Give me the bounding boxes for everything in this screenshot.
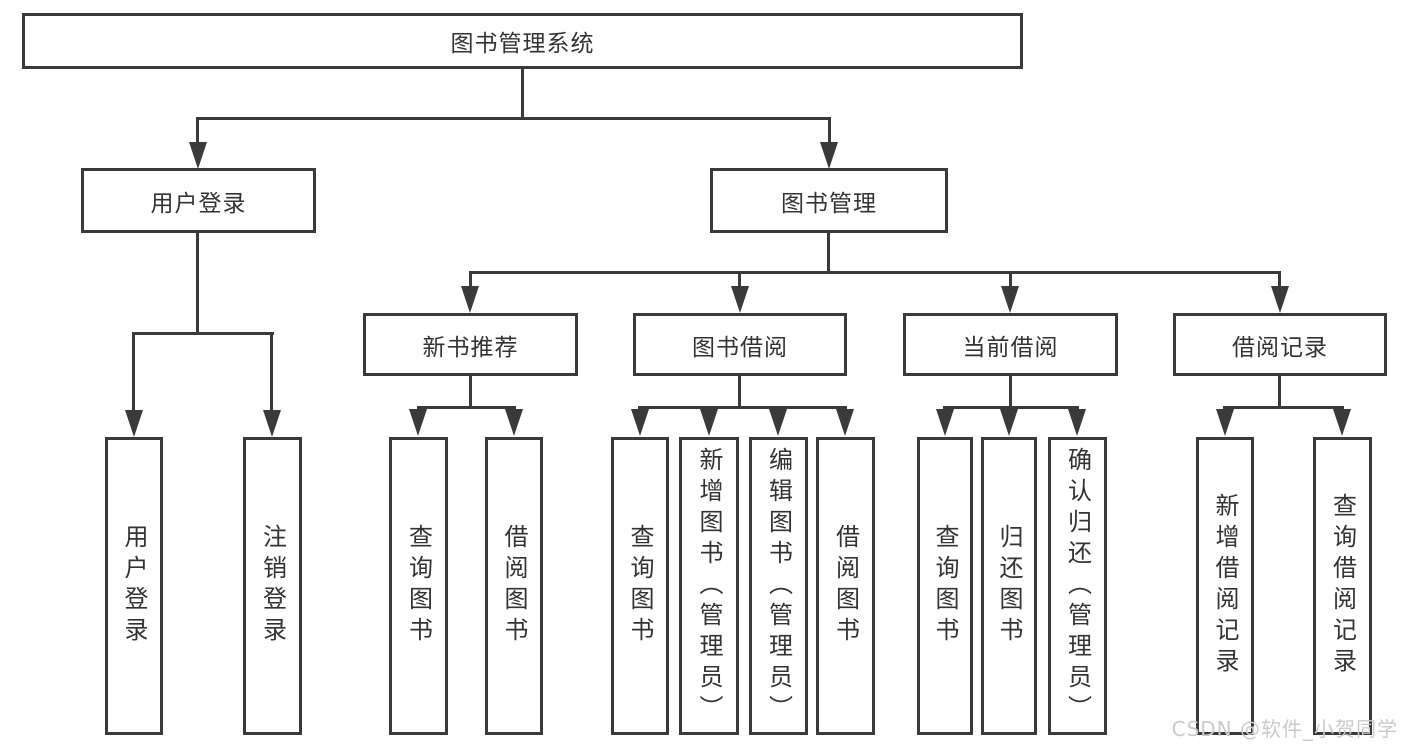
leaf-bb-edit-books-admin: 编辑图书（管理员）: [749, 437, 808, 735]
node-root-label: 图书管理系统: [450, 31, 595, 57]
node-user-login: 用户登录: [81, 168, 316, 233]
leaf-br-query-record-label: 查询借阅记录: [1328, 493, 1357, 679]
arrow-down-icon: [631, 409, 649, 436]
leaf-bb-edit-books-admin-label: 编辑图书（管理员）: [764, 446, 793, 726]
leaf-bb-borrow-books: 借阅图书: [816, 437, 875, 735]
leaf-bb-query-books-label: 查询图书: [626, 524, 654, 648]
leaf-cb-return-books: 归还图书: [981, 437, 1037, 735]
leaf-br-add-record-label: 新增借阅记录: [1211, 493, 1239, 679]
leaf-nb-borrow-books-label: 借阅图书: [500, 524, 528, 648]
leaf-nb-borrow-books: 借阅图书: [485, 437, 543, 735]
connector-line: [1009, 271, 1012, 287]
leaf-bb-add-books-admin-label: 新增图书（管理员）: [695, 446, 723, 726]
connector-line: [638, 406, 847, 409]
arrow-down-icon: [836, 409, 854, 436]
connector-line: [1278, 376, 1281, 409]
node-book-borrow: 图书借阅: [633, 313, 847, 376]
connector-line: [270, 332, 273, 410]
arrow-down-icon: [936, 409, 954, 436]
leaf-bb-query-books: 查询图书: [611, 437, 669, 735]
leaf-br-query-record: 查询借阅记录: [1313, 437, 1372, 735]
leaf-user-login-label: 用户登录: [120, 524, 148, 648]
csdn-watermark: CSDN @软件_小贺同学: [1171, 717, 1398, 741]
leaf-logout: 注销登录: [243, 437, 302, 735]
leaf-logout-label: 注销登录: [258, 524, 287, 648]
arrow-down-icon: [409, 409, 427, 436]
leaf-user-login: 用户登录: [105, 437, 163, 735]
connector-line: [828, 117, 831, 143]
node-new-book-recommend: 新书推荐: [363, 313, 578, 376]
arrow-down-icon: [700, 409, 718, 436]
arrow-down-icon: [1068, 409, 1086, 436]
connector-line: [1278, 271, 1281, 287]
connector-line: [196, 233, 199, 335]
connector-line: [827, 233, 830, 274]
arrow-down-icon: [505, 409, 523, 436]
connector-line: [1009, 376, 1012, 409]
arrow-down-icon: [263, 410, 281, 437]
arrow-down-icon: [1001, 286, 1019, 313]
connector-line: [738, 271, 741, 287]
arrow-down-icon: [1216, 409, 1234, 436]
connector-line: [196, 117, 831, 120]
arrow-down-icon: [769, 409, 787, 436]
connector-line: [1223, 406, 1344, 409]
leaf-nb-query-books: 查询图书: [389, 437, 448, 735]
connector-line: [738, 376, 741, 409]
node-borrow-records: 借阅记录: [1173, 313, 1387, 376]
leaf-bb-add-books-admin: 新增图书（管理员）: [679, 437, 739, 735]
arrow-down-icon: [731, 286, 749, 313]
leaf-cb-query-books: 查询图书: [917, 437, 973, 735]
connector-line: [132, 332, 274, 335]
connector-line: [132, 332, 135, 410]
node-current-borrow: 当前借阅: [903, 313, 1118, 376]
connector-line: [943, 406, 1079, 409]
node-user-login-label: 用户登录: [150, 190, 247, 217]
node-book-borrow-label: 图书借阅: [692, 334, 788, 361]
arrow-down-icon: [189, 142, 207, 169]
node-new-book-recommend-label: 新书推荐: [422, 334, 519, 361]
leaf-bb-borrow-books-label: 借阅图书: [831, 524, 860, 648]
connector-line: [521, 68, 524, 118]
node-borrow-records-label: 借阅记录: [1232, 334, 1328, 361]
arrow-down-icon: [125, 410, 143, 437]
connector-line: [469, 271, 1281, 274]
connector-line: [196, 117, 199, 143]
arrow-down-icon: [820, 142, 838, 169]
node-current-borrow-label: 当前借阅: [962, 334, 1059, 361]
node-book-management-label: 图书管理: [781, 190, 877, 217]
leaf-cb-confirm-return-admin: 确认归还（管理员）: [1048, 437, 1107, 735]
arrow-down-icon: [461, 286, 479, 313]
leaf-br-add-record: 新增借阅记录: [1196, 437, 1254, 735]
connector-line: [417, 406, 516, 409]
leaf-cb-return-books-label: 归还图书: [995, 524, 1023, 648]
connector-line: [469, 376, 472, 409]
leaf-nb-query-books-label: 查询图书: [404, 524, 433, 648]
node-book-management: 图书管理: [710, 168, 948, 233]
arrow-down-icon: [1000, 409, 1018, 436]
arrow-down-icon: [1271, 286, 1289, 313]
node-root: 图书管理系统: [22, 13, 1023, 69]
leaf-cb-query-books-label: 查询图书: [931, 524, 959, 648]
connector-line: [469, 271, 472, 287]
leaf-cb-confirm-return-admin-label: 确认归还（管理员）: [1063, 446, 1092, 726]
arrow-down-icon: [1333, 409, 1351, 436]
